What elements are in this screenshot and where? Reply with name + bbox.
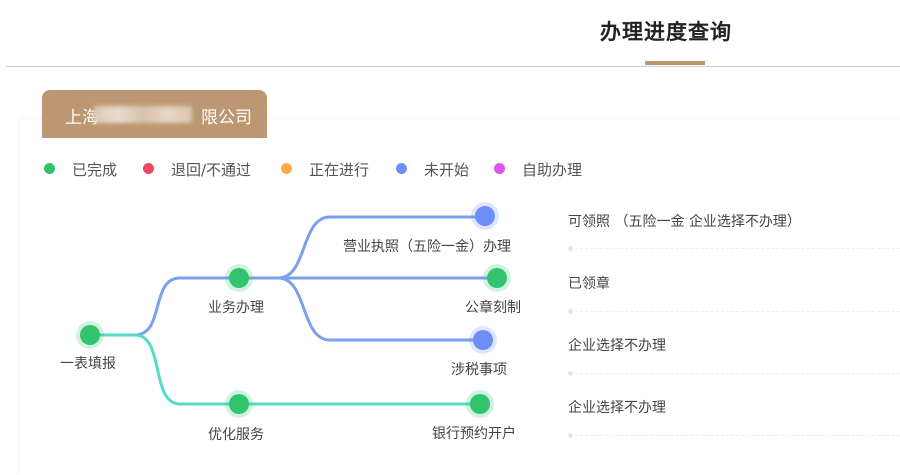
node-seal[interactable] [483, 264, 511, 292]
in-progress-dot-icon [281, 163, 292, 174]
company-name: 上海 限公司 [65, 103, 252, 128]
node-service[interactable] [225, 390, 253, 418]
company-tab[interactable]: 上海 限公司 [42, 90, 267, 138]
status-seal: 已领章 [568, 276, 610, 292]
status-divider [568, 433, 900, 438]
status-tax: 企业选择不办理 [568, 338, 666, 354]
edge-business-tax [276, 276, 485, 342]
status-divider [568, 309, 900, 314]
node-label-root: 一表填报 [60, 356, 116, 372]
status-license: 可领照 （五险一金 企业选择不办理） [568, 214, 801, 230]
active-tab-underline [645, 61, 705, 65]
node-label-business: 业务办理 [208, 300, 264, 316]
company-name-suffix: 限公司 [201, 108, 252, 128]
header-divider [5, 66, 900, 67]
node-label-seal: 公章刻制 [465, 300, 521, 316]
legend-label: 退回/不通过 [171, 161, 252, 179]
legend-label: 正在进行 [309, 161, 370, 179]
page-header: 办理进度查询 [0, 0, 900, 66]
self-service-dot-icon [494, 163, 505, 174]
node-label-license: 营业执照（五险一金）办理 [343, 239, 511, 255]
legend-label: 未开始 [424, 161, 470, 179]
company-name-prefix: 上海 [65, 108, 99, 128]
legend-label: 自助办理 [522, 161, 583, 179]
status-divider [568, 371, 900, 376]
node-label-tax: 涉税事项 [451, 362, 507, 378]
progress-card [20, 120, 900, 475]
edge-root-service [88, 333, 482, 406]
status-divider [568, 246, 900, 251]
returned-dot-icon [143, 163, 154, 174]
node-bank[interactable] [466, 390, 494, 418]
completed-dot-icon [44, 163, 55, 174]
not-started-dot-icon [396, 163, 407, 174]
status-bank: 企业选择不办理 [568, 400, 666, 416]
node-business[interactable] [225, 264, 253, 292]
node-root[interactable] [76, 321, 104, 349]
redacted-company-name [94, 106, 192, 123]
node-label-service: 优化服务 [208, 427, 264, 443]
legend-label: 已完成 [72, 161, 118, 179]
node-tax[interactable] [469, 326, 497, 354]
node-label-bank: 银行预约开户 [432, 426, 516, 442]
node-license[interactable] [471, 202, 499, 230]
page-title: 办理进度查询 [600, 20, 732, 44]
